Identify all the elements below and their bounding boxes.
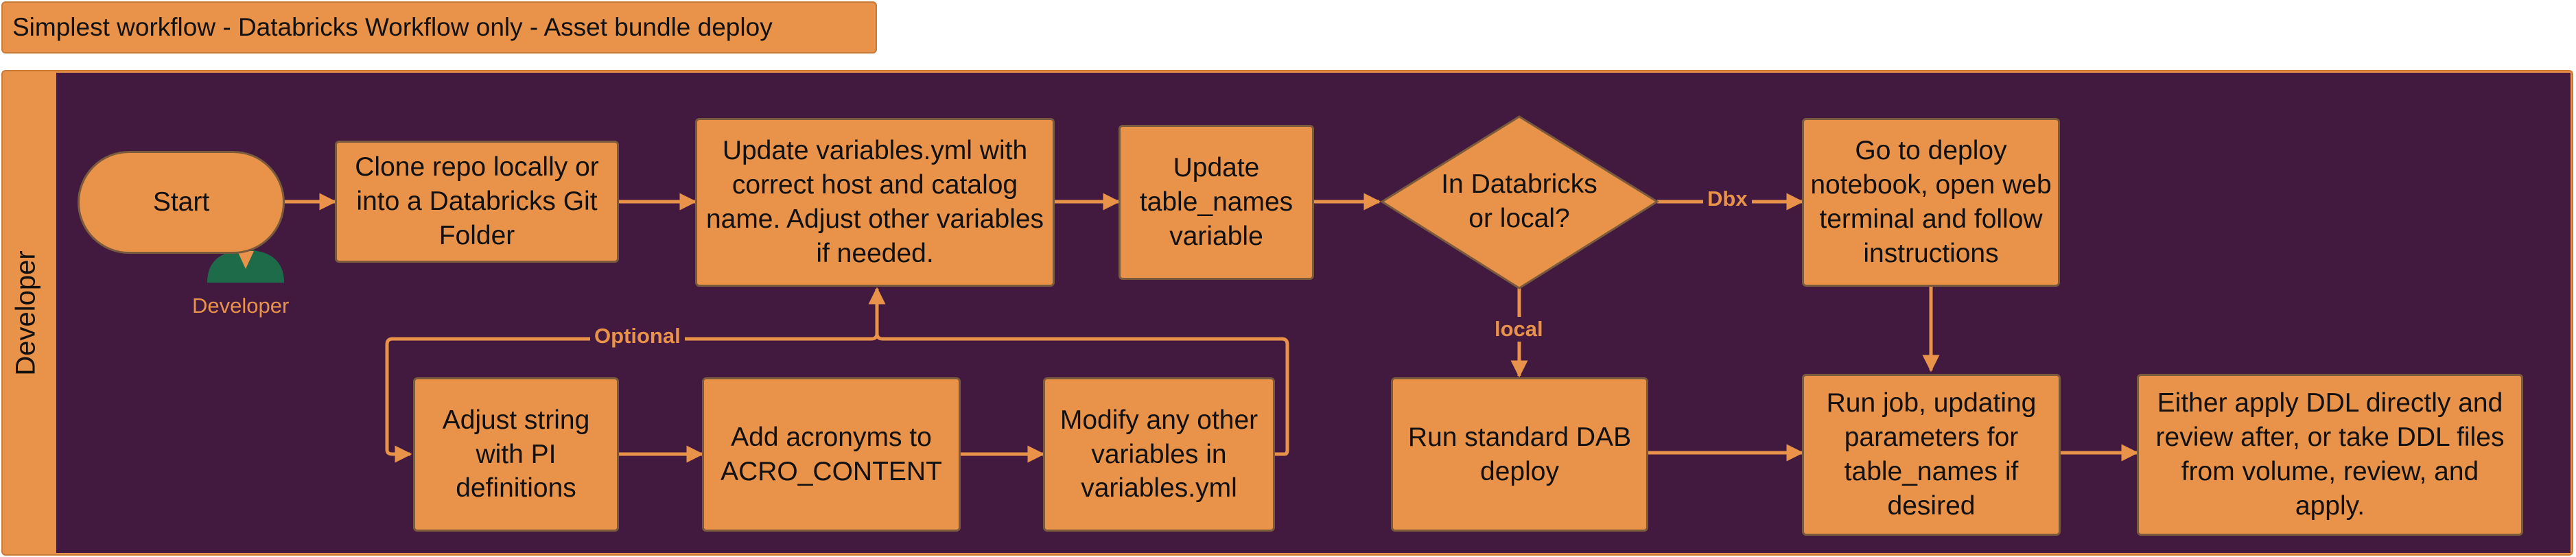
update-table-names-step: Update table_names variable [1119,125,1314,280]
deploy-notebook-step-label: Go to deploy notebook, open web terminal… [1810,136,2052,268]
adjust-pi-step-label: Adjust string with PI definitions [442,405,590,503]
decision-label: In Databricks or local? [1441,169,1597,233]
modify-variables-step: Modify any other variables in variables.… [1043,377,1275,532]
start-node-label: Start [152,187,210,217]
decision-diamond [1380,115,1659,289]
run-job-step: Run job, updating parameters for table_n… [1802,374,2061,536]
edge-label-local: local [1490,317,1547,342]
add-acronyms-step-label: Add acronyms to ACRO_CONTENT [721,422,942,486]
apply-ddl-step: Either apply DDL directly and review aft… [2137,374,2523,536]
modify-variables-step-label: Modify any other variables in variables.… [1059,405,1258,503]
adjust-pi-step: Adjust string with PI definitions [413,377,619,532]
start-node: Start [78,151,285,254]
run-job-step-label: Run job, updating parameters for table_n… [1826,388,2037,521]
run-dab-deploy-step: Run standard DAB deploy [1391,377,1648,532]
diagram-title: Simplest workflow - Databricks Workflow … [1,1,877,54]
apply-ddl-step-label: Either apply DDL directly and review aft… [2155,388,2505,521]
update-variables-step-label: Update variables.yml with correct host a… [705,136,1044,268]
run-dab-deploy-step-label: Run standard DAB deploy [1407,422,1632,486]
update-table-names-step-label: Update table_names variable [1139,153,1293,251]
arrow-optional-loop [385,289,1289,454]
edge-label-optional: Optional [590,324,685,348]
clone-repo-step: Clone repo locally or into a Databricks … [335,141,619,263]
deploy-notebook-step: Go to deploy notebook, open web terminal… [1802,118,2060,287]
diagram-title-text: Simplest workflow - Databricks Workflow … [12,13,773,41]
update-variables-step: Update variables.yml with correct host a… [695,118,1055,287]
edge-label-dbx: Dbx [1703,187,1752,211]
add-acronyms-step: Add acronyms to ACRO_CONTENT [702,377,961,532]
developer-actor-label: Developer [192,294,290,318]
clone-repo-step-label: Clone repo locally or into a Databricks … [355,152,599,250]
